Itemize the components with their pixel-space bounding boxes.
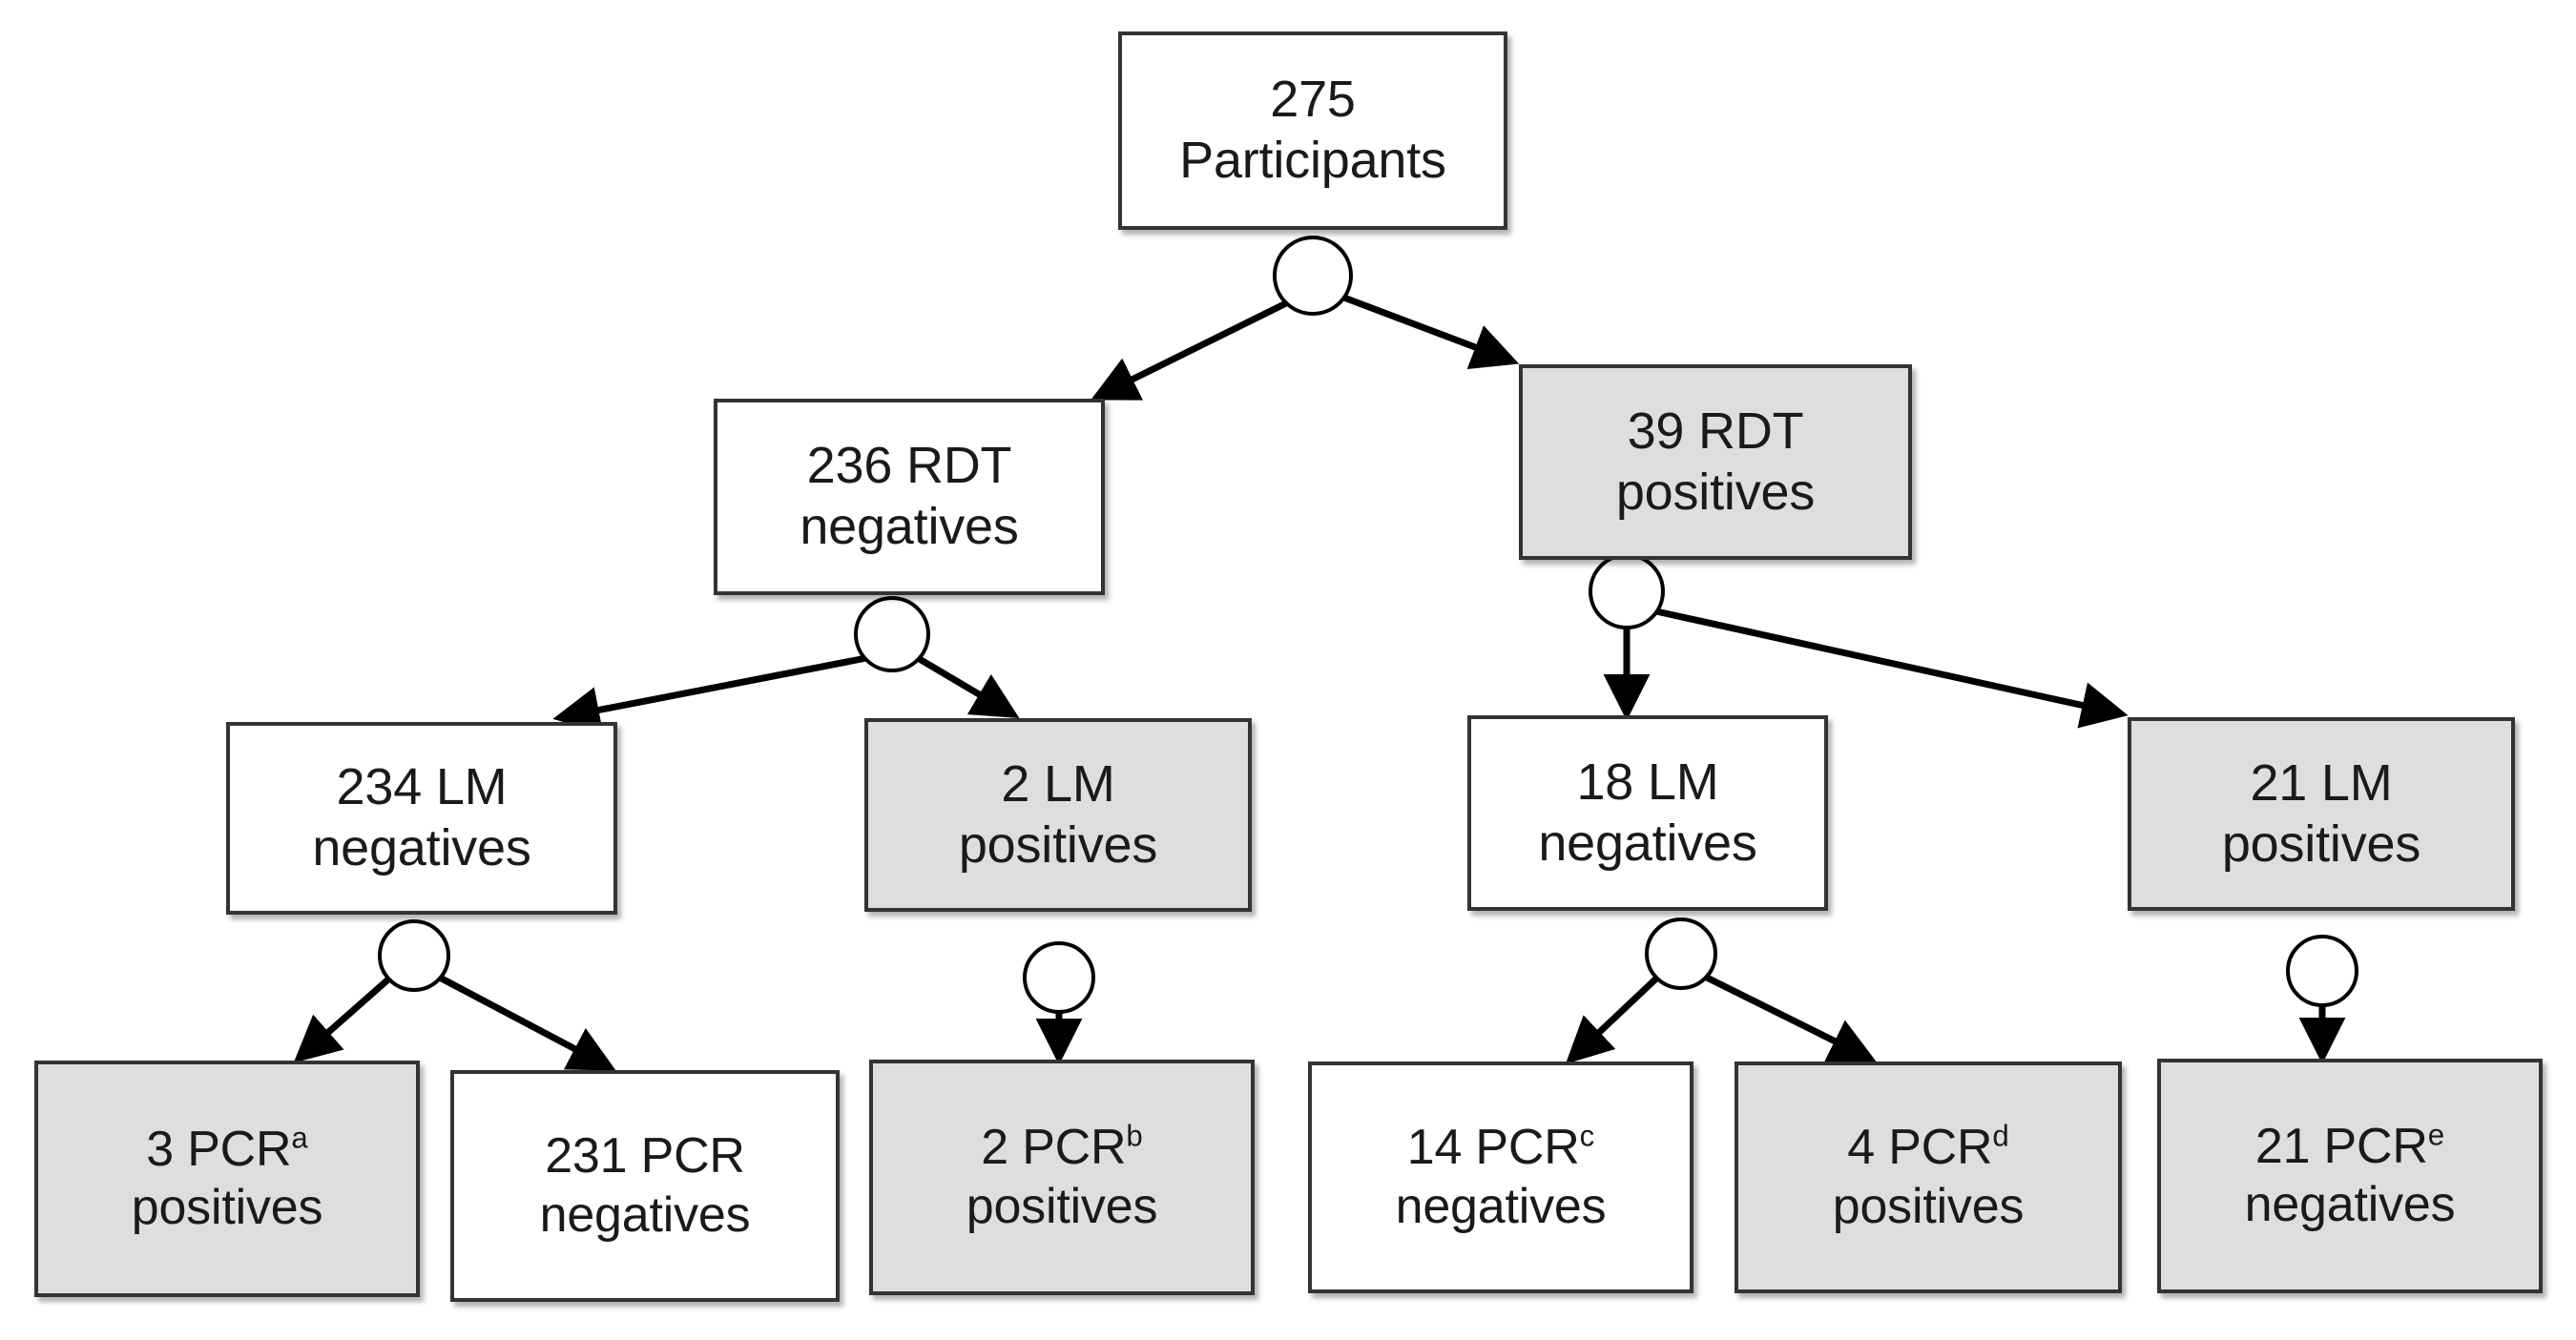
junction-rdt-negatives xyxy=(854,596,930,672)
edge-rdt-positives-to-lm-21 xyxy=(1655,608,2129,729)
edge-lm-234-to-pcr-pos-3 xyxy=(293,976,392,1063)
footnote-marker: e xyxy=(2427,1118,2445,1152)
node-line-1: 14 PCRc xyxy=(1406,1119,1595,1176)
node-line-2: negatives xyxy=(1538,814,1757,872)
junction-lm-positives-21 xyxy=(2286,935,2358,1007)
edges-group xyxy=(293,293,2346,1071)
node-line-1: 21 PCRe xyxy=(2254,1118,2445,1174)
junctions-group xyxy=(378,236,2358,1014)
node-line-2: negatives xyxy=(312,819,531,876)
node-line-2: negatives xyxy=(539,1186,751,1243)
node-line-2: positives xyxy=(958,815,1158,874)
edge-lm-18-to-pcr-neg-14 xyxy=(1565,975,1660,1064)
junction-participants xyxy=(1273,236,1353,316)
edge-participants-to-rdt-positives xyxy=(1340,293,1520,370)
node-line-1: 2 PCRb xyxy=(981,1119,1143,1176)
node-line-2: positives xyxy=(131,1180,323,1235)
node-line-1: 234 LM xyxy=(336,758,508,816)
edge-lm-18-to-pcr-pos-4 xyxy=(1705,974,1877,1062)
node-line-2: negatives xyxy=(800,498,1019,555)
junction-lm-negatives-234 xyxy=(378,919,450,992)
node-line-1: 236 RDT xyxy=(806,437,1012,495)
footnote-marker: c xyxy=(1579,1119,1595,1153)
edge-rdt-negatives-to-lm-2 xyxy=(916,654,1020,718)
node-line-1: 18 LM xyxy=(1576,752,1719,811)
junction-lm-negatives-18 xyxy=(1645,917,1717,990)
node-line-2: positives xyxy=(966,1178,1158,1234)
junction-rdt-positives xyxy=(1589,553,1665,629)
edge-lm-234-to-pcr-neg-231 xyxy=(438,974,616,1071)
node-line-2: positives xyxy=(2221,814,2421,873)
footnote-marker: d xyxy=(1992,1119,2009,1153)
node-line-1: 275 xyxy=(1270,71,1356,129)
node-line-2: negatives xyxy=(2244,1177,2456,1232)
node-line-2: positives xyxy=(1615,463,1816,521)
footnote-marker: b xyxy=(1126,1119,1143,1153)
junction-lm-positives-2 xyxy=(1023,941,1095,1014)
footnote-marker: a xyxy=(291,1121,308,1155)
node-line-1: 3 PCRa xyxy=(146,1121,308,1177)
edge-participants-to-rdt-negatives xyxy=(1091,299,1288,401)
node-line-2: negatives xyxy=(1395,1178,1607,1234)
node-line-1: 4 PCRd xyxy=(1847,1119,2009,1176)
node-line-1: 2 LM xyxy=(1001,754,1115,813)
node-line-1: 39 RDT xyxy=(1627,402,1804,460)
node-line-2: positives xyxy=(1832,1178,2025,1234)
node-line-1: 231 PCR xyxy=(545,1128,745,1185)
edge-rdt-negatives-to-lm-234 xyxy=(552,654,867,733)
node-line-2: Participants xyxy=(1179,132,1446,189)
node-line-1: 21 LM xyxy=(2250,753,2393,812)
